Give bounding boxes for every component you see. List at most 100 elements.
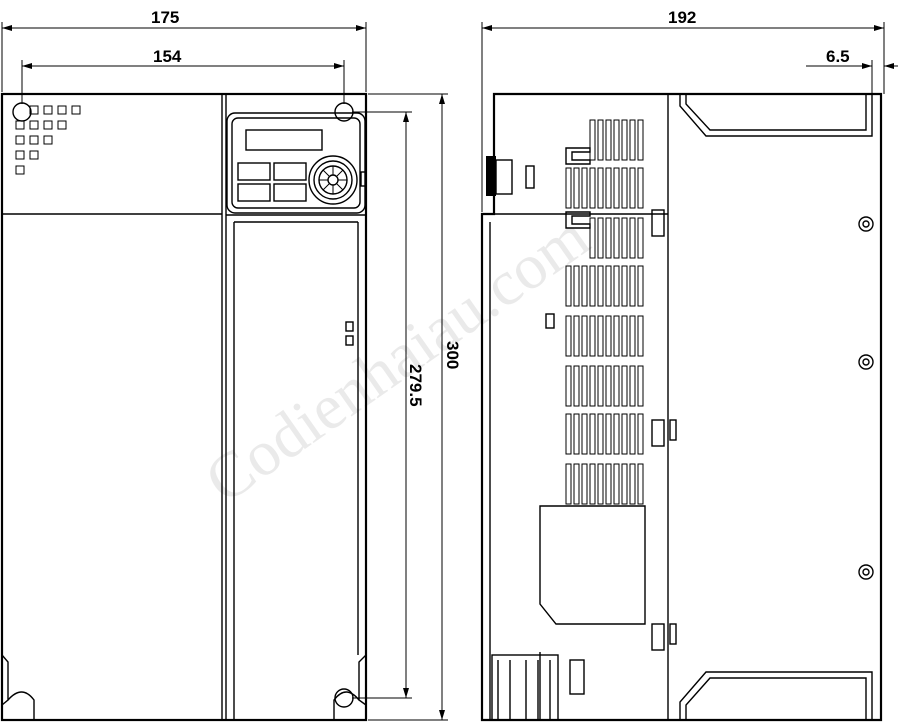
vent-slot	[581, 315, 588, 357]
vent-slot	[613, 463, 620, 505]
vent-slot	[605, 463, 612, 505]
vent-slot	[629, 217, 636, 259]
vent-slot	[589, 315, 596, 357]
dimension-300: 300	[368, 93, 462, 721]
vent-slot	[621, 265, 628, 307]
vent-slot	[629, 413, 636, 455]
vent-slot	[605, 315, 612, 357]
front-cover	[226, 214, 366, 720]
vent-slot	[589, 217, 596, 259]
vent-slot	[573, 365, 580, 407]
vent-slot	[589, 167, 596, 209]
vent-slot	[597, 217, 604, 259]
vent-slot	[629, 119, 636, 161]
dimension-label-154: 154	[153, 47, 182, 66]
vent-slot	[629, 315, 636, 357]
key-2	[273, 162, 307, 181]
vent-slot	[573, 167, 580, 209]
vent-slot	[565, 315, 572, 357]
vent-slot	[637, 315, 644, 357]
vent-slot	[621, 119, 628, 161]
vent-slot	[581, 265, 588, 307]
vent-slot	[573, 315, 580, 357]
vent-slot	[621, 217, 628, 259]
dimension-175: 175	[1, 8, 367, 92]
vent-slot	[613, 265, 620, 307]
vent-slot	[589, 119, 596, 161]
vent-slot	[621, 167, 628, 209]
vent-slot	[573, 265, 580, 307]
vent-slot	[589, 265, 596, 307]
vent-slot	[589, 365, 596, 407]
vent-slot	[597, 265, 604, 307]
vent-slot	[621, 413, 628, 455]
watermark: Codienhaiau.com	[192, 200, 601, 516]
vent-slot	[613, 413, 620, 455]
dimension-6-5: 6.5	[806, 47, 898, 94]
vent-slot	[637, 167, 644, 209]
vent-slot	[565, 463, 572, 505]
vent-slot	[573, 413, 580, 455]
front-view	[0, 92, 368, 722]
vent-slot	[637, 413, 644, 455]
vent-slot	[581, 365, 588, 407]
key-1	[237, 162, 271, 181]
vent-slot	[597, 119, 604, 161]
display-window	[245, 129, 323, 151]
vent-slot	[597, 365, 604, 407]
vent-slot	[581, 167, 588, 209]
dimension-279-5: 279.5	[352, 111, 425, 699]
dimension-label-6-5: 6.5	[826, 47, 850, 66]
vent-slot	[605, 413, 612, 455]
key-3	[237, 183, 271, 202]
vent-slot	[605, 365, 612, 407]
keypad-panel	[226, 112, 367, 214]
vent-slot	[621, 315, 628, 357]
vent-slot	[629, 365, 636, 407]
vent-slot	[613, 167, 620, 209]
dial-knob-icon	[308, 155, 358, 205]
vent-slot	[565, 413, 572, 455]
vent-slot	[637, 217, 644, 259]
vent-slot	[597, 167, 604, 209]
dimension-label-175: 175	[151, 8, 179, 27]
vent-slot	[565, 167, 572, 209]
vent-slot	[637, 365, 644, 407]
dimension-label-192: 192	[668, 8, 696, 27]
key-4	[273, 183, 307, 202]
vent-slot	[613, 217, 620, 259]
label-plate	[539, 505, 646, 625]
vent-slot	[581, 463, 588, 505]
vent-slot	[605, 167, 612, 209]
dimension-label-279-5: 279.5	[406, 364, 425, 407]
vent-slot	[597, 413, 604, 455]
vent-slot	[613, 119, 620, 161]
dimension-154: 154	[21, 47, 345, 104]
vent-dot-grid	[15, 105, 81, 175]
vent-slot	[581, 413, 588, 455]
dimension-label-300: 300	[443, 341, 462, 369]
vent-slot	[605, 265, 612, 307]
vent-slot	[613, 365, 620, 407]
vent-slot	[621, 365, 628, 407]
mount-hole-top-left	[12, 102, 32, 122]
vent-slots	[565, 119, 644, 505]
vent-slot	[629, 167, 636, 209]
vent-slot	[565, 265, 572, 307]
vent-slot	[621, 463, 628, 505]
vent-slot	[605, 119, 612, 161]
vent-slot	[629, 463, 636, 505]
side-view	[480, 92, 883, 722]
vent-slot	[637, 463, 644, 505]
vent-slot	[637, 119, 644, 161]
vent-slot	[565, 365, 572, 407]
vent-slot	[597, 315, 604, 357]
vent-slot	[629, 265, 636, 307]
vent-slot	[637, 265, 644, 307]
vent-slot	[589, 463, 596, 505]
vent-slot	[597, 463, 604, 505]
vent-slot	[573, 463, 580, 505]
vent-slot	[613, 315, 620, 357]
vent-slot	[605, 217, 612, 259]
